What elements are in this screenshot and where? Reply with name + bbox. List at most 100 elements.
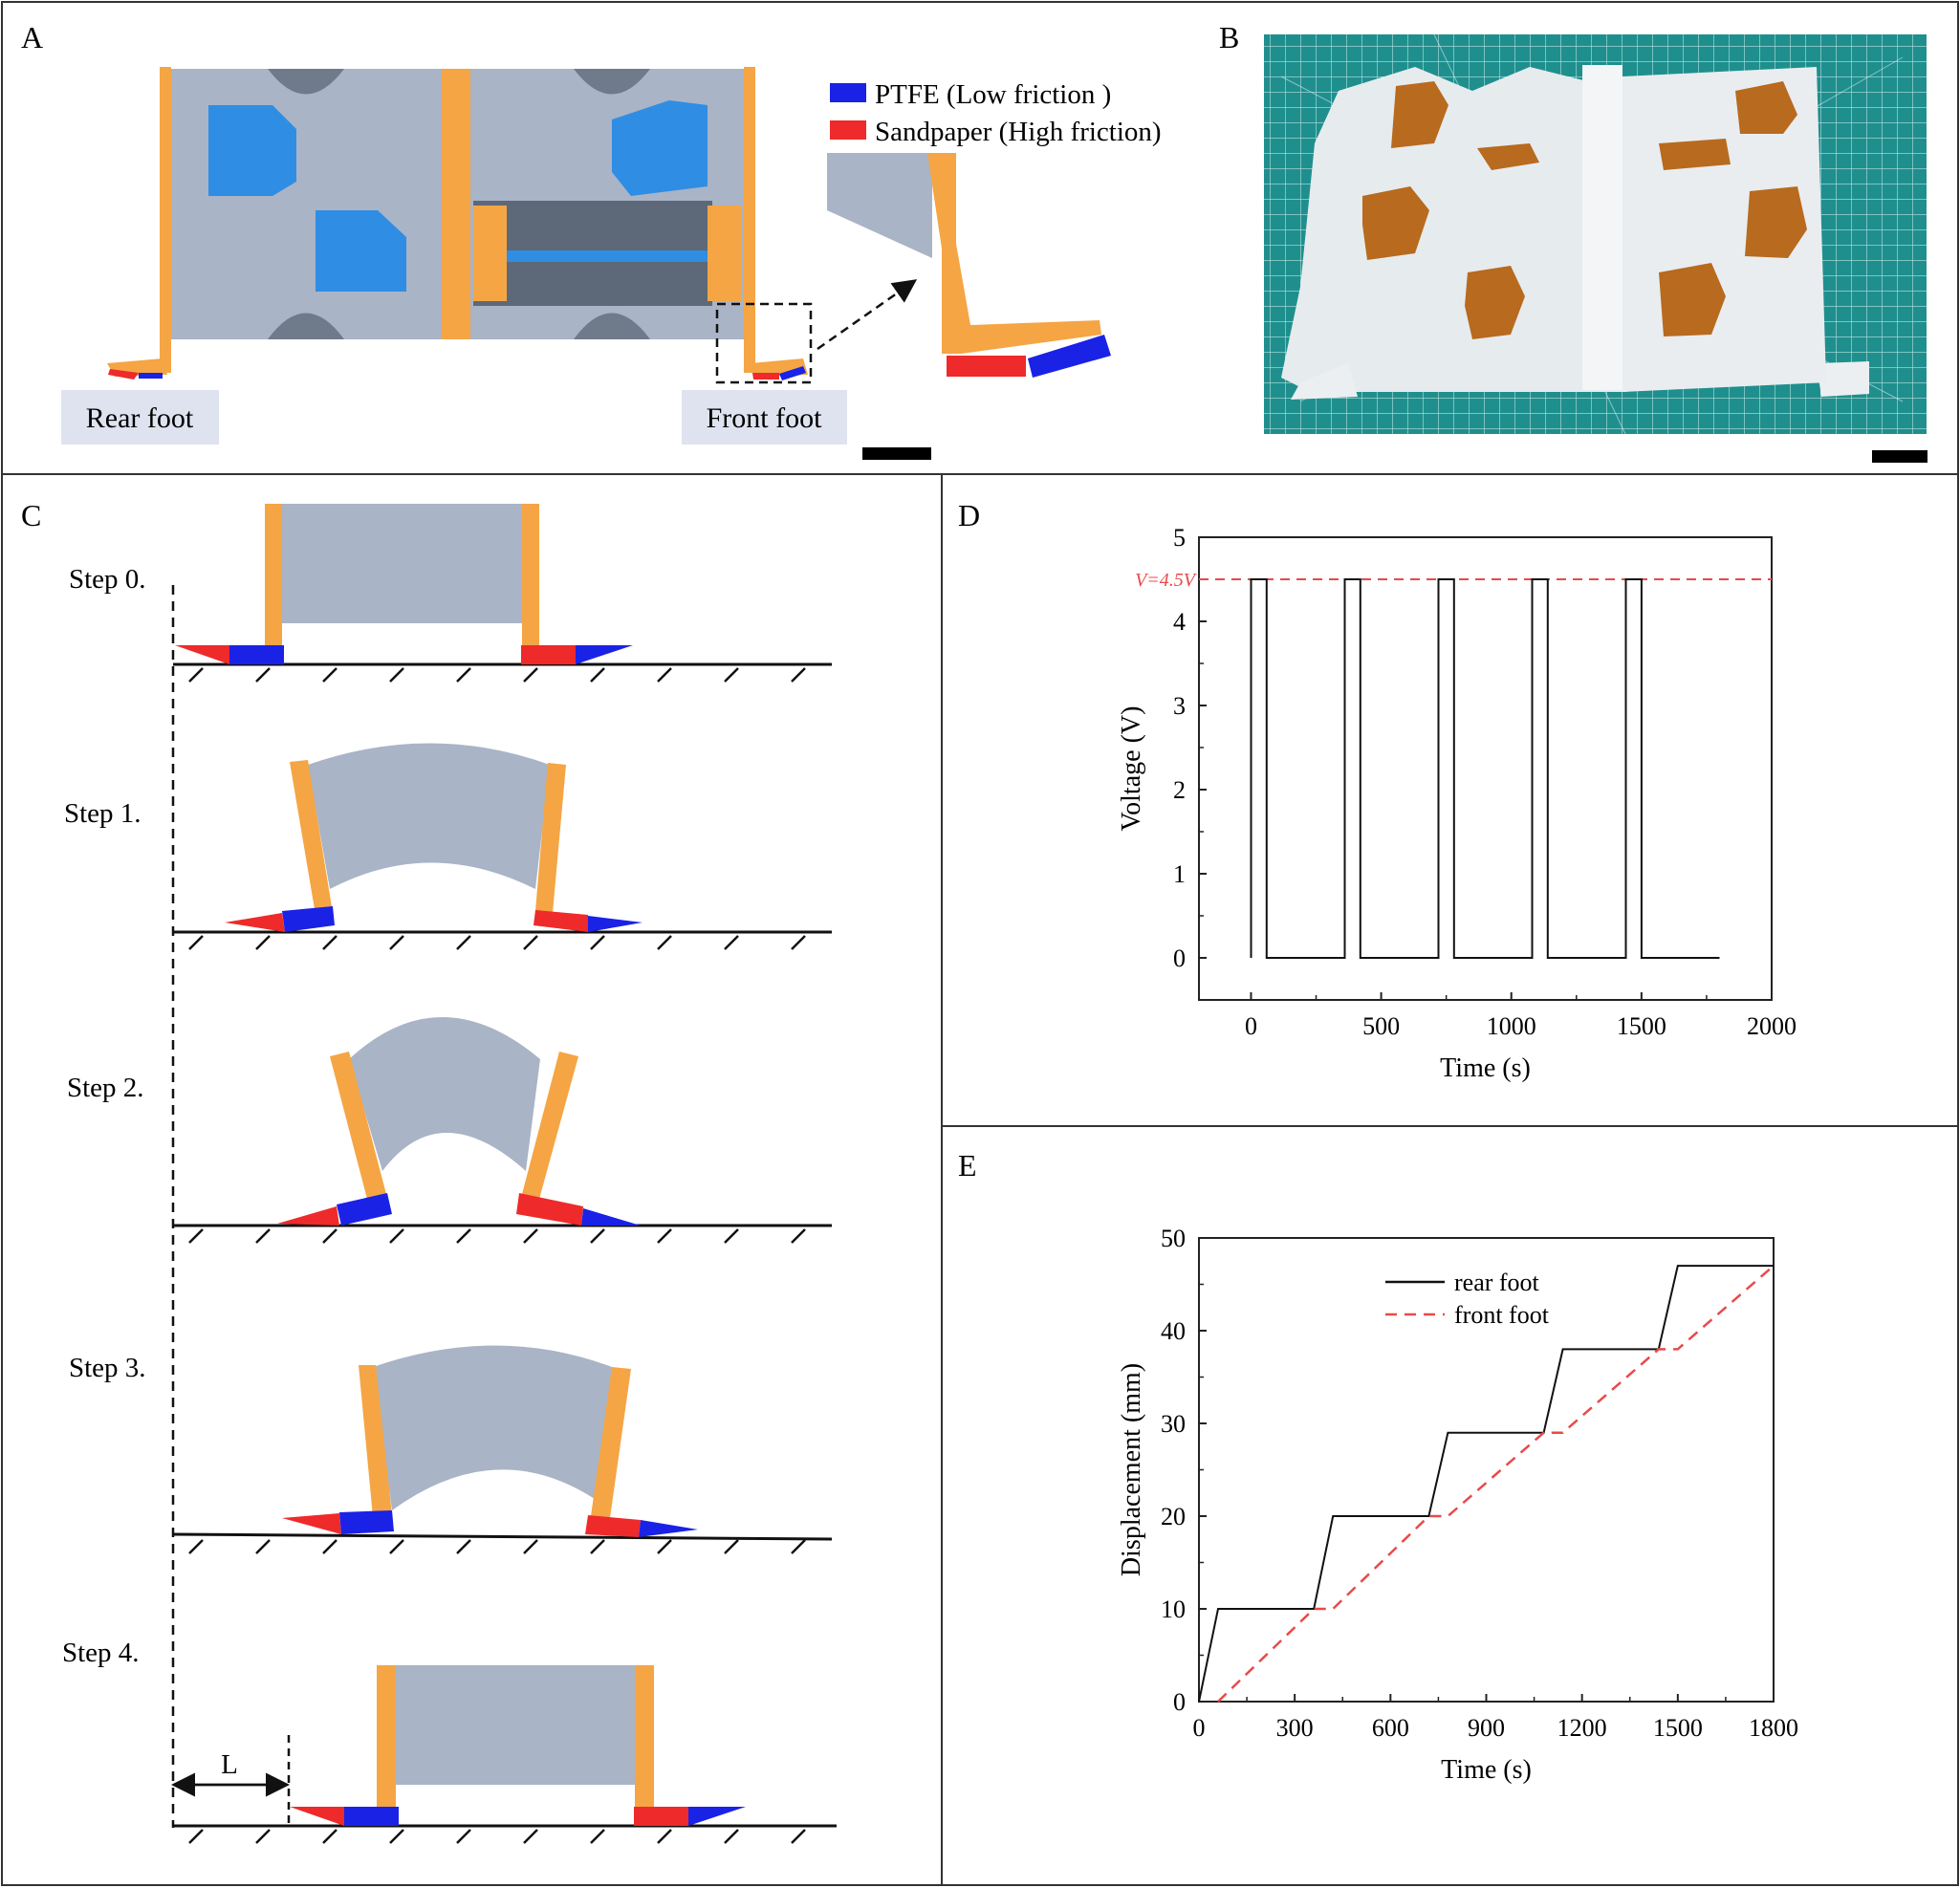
hatch-mark: [389, 667, 404, 683]
hatch-mark: [724, 935, 739, 950]
hatch-mark: [657, 667, 672, 683]
hatch-mark: [791, 1228, 806, 1244]
zoomed-foot: [827, 153, 1111, 378]
hatch-mark: [255, 935, 271, 950]
y-tick-label: 2: [1173, 776, 1186, 804]
hatch-mark: [657, 935, 672, 950]
window-2: [316, 210, 406, 292]
panel-letter-e: E: [958, 1148, 977, 1183]
y-tick-label: 10: [1161, 1595, 1186, 1623]
hatch-mark: [523, 667, 538, 683]
window-1: [208, 105, 296, 196]
hatch-mark: [456, 1228, 471, 1244]
x-tick-label: 500: [1362, 1012, 1400, 1040]
y-tick-label: 3: [1173, 692, 1186, 720]
panel-b: B: [1219, 20, 1927, 463]
ground-hatching: [188, 667, 806, 1844]
y-tick-label: 20: [1161, 1503, 1186, 1530]
x-tick-label: 0: [1245, 1012, 1257, 1040]
rear-foot-label: Rear foot: [86, 402, 194, 434]
panel-letter-d: D: [958, 498, 980, 532]
hatch-mark: [724, 1829, 739, 1844]
step-1-diagram: [173, 743, 832, 934]
y-tick-label: 0: [1173, 944, 1186, 972]
actuator-model: [107, 67, 918, 384]
step-4-diagram: L: [171, 1665, 837, 1828]
hatch-mark: [724, 1539, 739, 1554]
panel-letter-b: B: [1219, 20, 1239, 54]
y-tick-label: 30: [1161, 1410, 1186, 1438]
y-tick-label: 40: [1161, 1317, 1186, 1345]
hatch-mark: [389, 935, 404, 950]
prototype-photo: [1264, 33, 1927, 435]
center-plate: [442, 69, 470, 339]
hatch-mark: [322, 667, 338, 683]
zoom-box: [715, 302, 813, 384]
hatch-mark: [523, 1539, 538, 1554]
y-tick-label: 5: [1173, 524, 1186, 552]
hatch-mark: [389, 1829, 404, 1844]
hatch-mark: [791, 935, 806, 950]
y-axis-label: Voltage (V): [1117, 706, 1146, 832]
sandpaper-swatch: [830, 120, 866, 140]
hatch-mark: [188, 1539, 204, 1554]
step-2-label: Step 2.: [67, 1073, 144, 1103]
hatch-mark: [188, 1829, 204, 1844]
step-0-label: Step 0.: [69, 564, 146, 595]
hatch-mark: [322, 1228, 338, 1244]
x-tick-label: 600: [1372, 1714, 1409, 1742]
hatch-mark: [791, 1539, 806, 1554]
x-tick-label: 300: [1276, 1714, 1314, 1742]
hatch-mark: [724, 1228, 739, 1244]
hatch-mark: [590, 1829, 605, 1844]
panel-letter-a: A: [21, 20, 43, 54]
hatch-mark: [523, 1228, 538, 1244]
hatch-mark: [322, 935, 338, 950]
y-tick-label: 4: [1173, 608, 1186, 636]
hatch-mark: [791, 1829, 806, 1844]
distance-label: L: [221, 1749, 238, 1780]
front-foot-label: Front foot: [707, 402, 823, 434]
hatch-mark: [456, 1829, 471, 1844]
panel-a: A: [21, 20, 1162, 460]
x-tick-label: 1000: [1487, 1012, 1536, 1040]
y-tick-label: 1: [1173, 860, 1186, 888]
window-3: [612, 100, 708, 196]
x-tick-label: 1200: [1557, 1714, 1607, 1742]
x-tick-label: 1500: [1653, 1714, 1703, 1742]
series-front-foot: [1217, 1265, 1775, 1703]
hatch-mark: [657, 1228, 672, 1244]
reference-label: V=4.5V: [1135, 570, 1198, 591]
hatch-mark: [523, 935, 538, 950]
hatch-mark: [255, 1228, 271, 1244]
scale-bar-a: [862, 447, 931, 460]
front-leg: [744, 67, 755, 373]
step-3-diagram: [172, 1345, 833, 1541]
hatch-mark: [322, 1829, 338, 1844]
panel-letter-c: C: [21, 498, 41, 532]
series-rear-foot: [1198, 1265, 1774, 1703]
hatch-mark: [188, 667, 204, 683]
hatch-mark: [188, 1228, 204, 1244]
hatch-mark: [456, 1539, 471, 1554]
legend-label: rear foot: [1454, 1269, 1540, 1296]
hatch-mark: [255, 667, 271, 683]
hatch-mark: [590, 935, 605, 950]
hatch-mark: [255, 1829, 271, 1844]
hatch-mark: [590, 667, 605, 683]
hatch-mark: [657, 1829, 672, 1844]
hatch-mark: [590, 1228, 605, 1244]
step-1-label: Step 1.: [64, 798, 142, 829]
x-axis-label: Time (s): [1441, 1755, 1532, 1785]
zoom-arrow: [817, 279, 918, 351]
x-tick-label: 0: [1193, 1714, 1206, 1742]
scale-bar-b: [1872, 450, 1927, 463]
x-axis-label: Time (s): [1440, 1053, 1531, 1083]
ptfe-label: PTFE (Low friction ): [875, 79, 1111, 110]
